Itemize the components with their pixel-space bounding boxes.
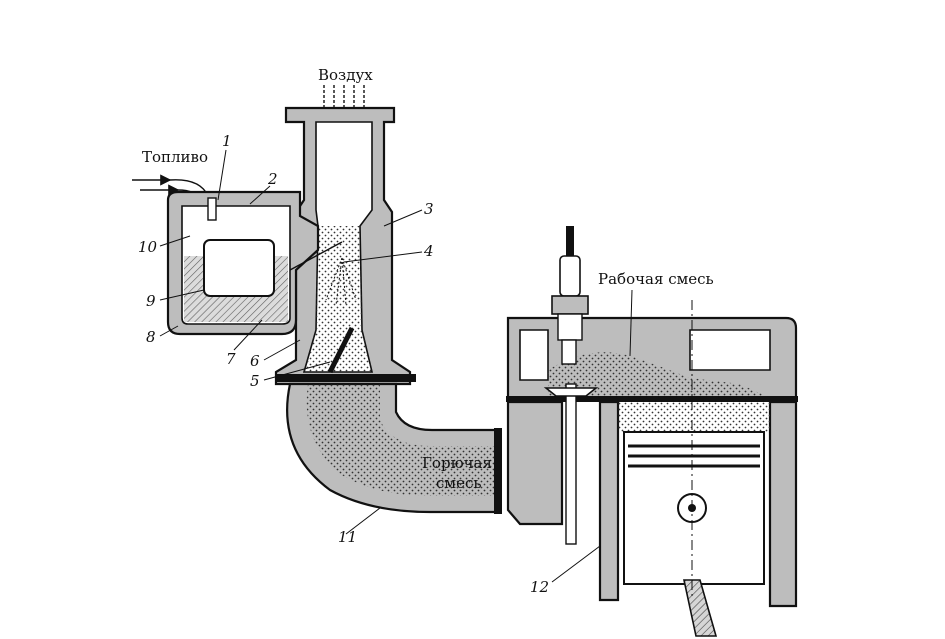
callout-5: 5 [250,372,260,390]
intake-manifold [286,382,502,514]
engine-block [506,300,798,637]
float-chamber [166,190,343,336]
callout-8: 8 [146,328,156,346]
air-label: Воздух [318,66,373,84]
spark-plug [551,226,589,365]
callout-10: 10 [138,238,158,256]
callout-9: 9 [146,292,156,310]
callout-4: 4 [423,242,434,260]
callout-11: 11 [338,528,357,546]
callout-6: 6 [250,352,260,370]
callout-12: 12 [530,578,549,596]
throttle-valve [327,326,355,374]
fuel-label: Топливо [142,148,208,166]
combustible-mixture-label-2: смесь [436,474,482,492]
callout-3: 3 [424,200,434,218]
callout-7: 7 [226,350,236,368]
callout-1: 1 [222,132,232,150]
float [203,239,275,297]
working-mixture-label: Рабочая смесь [598,270,714,288]
combustible-mixture-label: Горючая [422,454,492,472]
callout-leaders [159,149,633,583]
intake-valve [543,383,599,545]
callout-2: 2 [267,170,278,188]
mixing-chamber [274,106,416,386]
fuel-spray [325,257,357,306]
